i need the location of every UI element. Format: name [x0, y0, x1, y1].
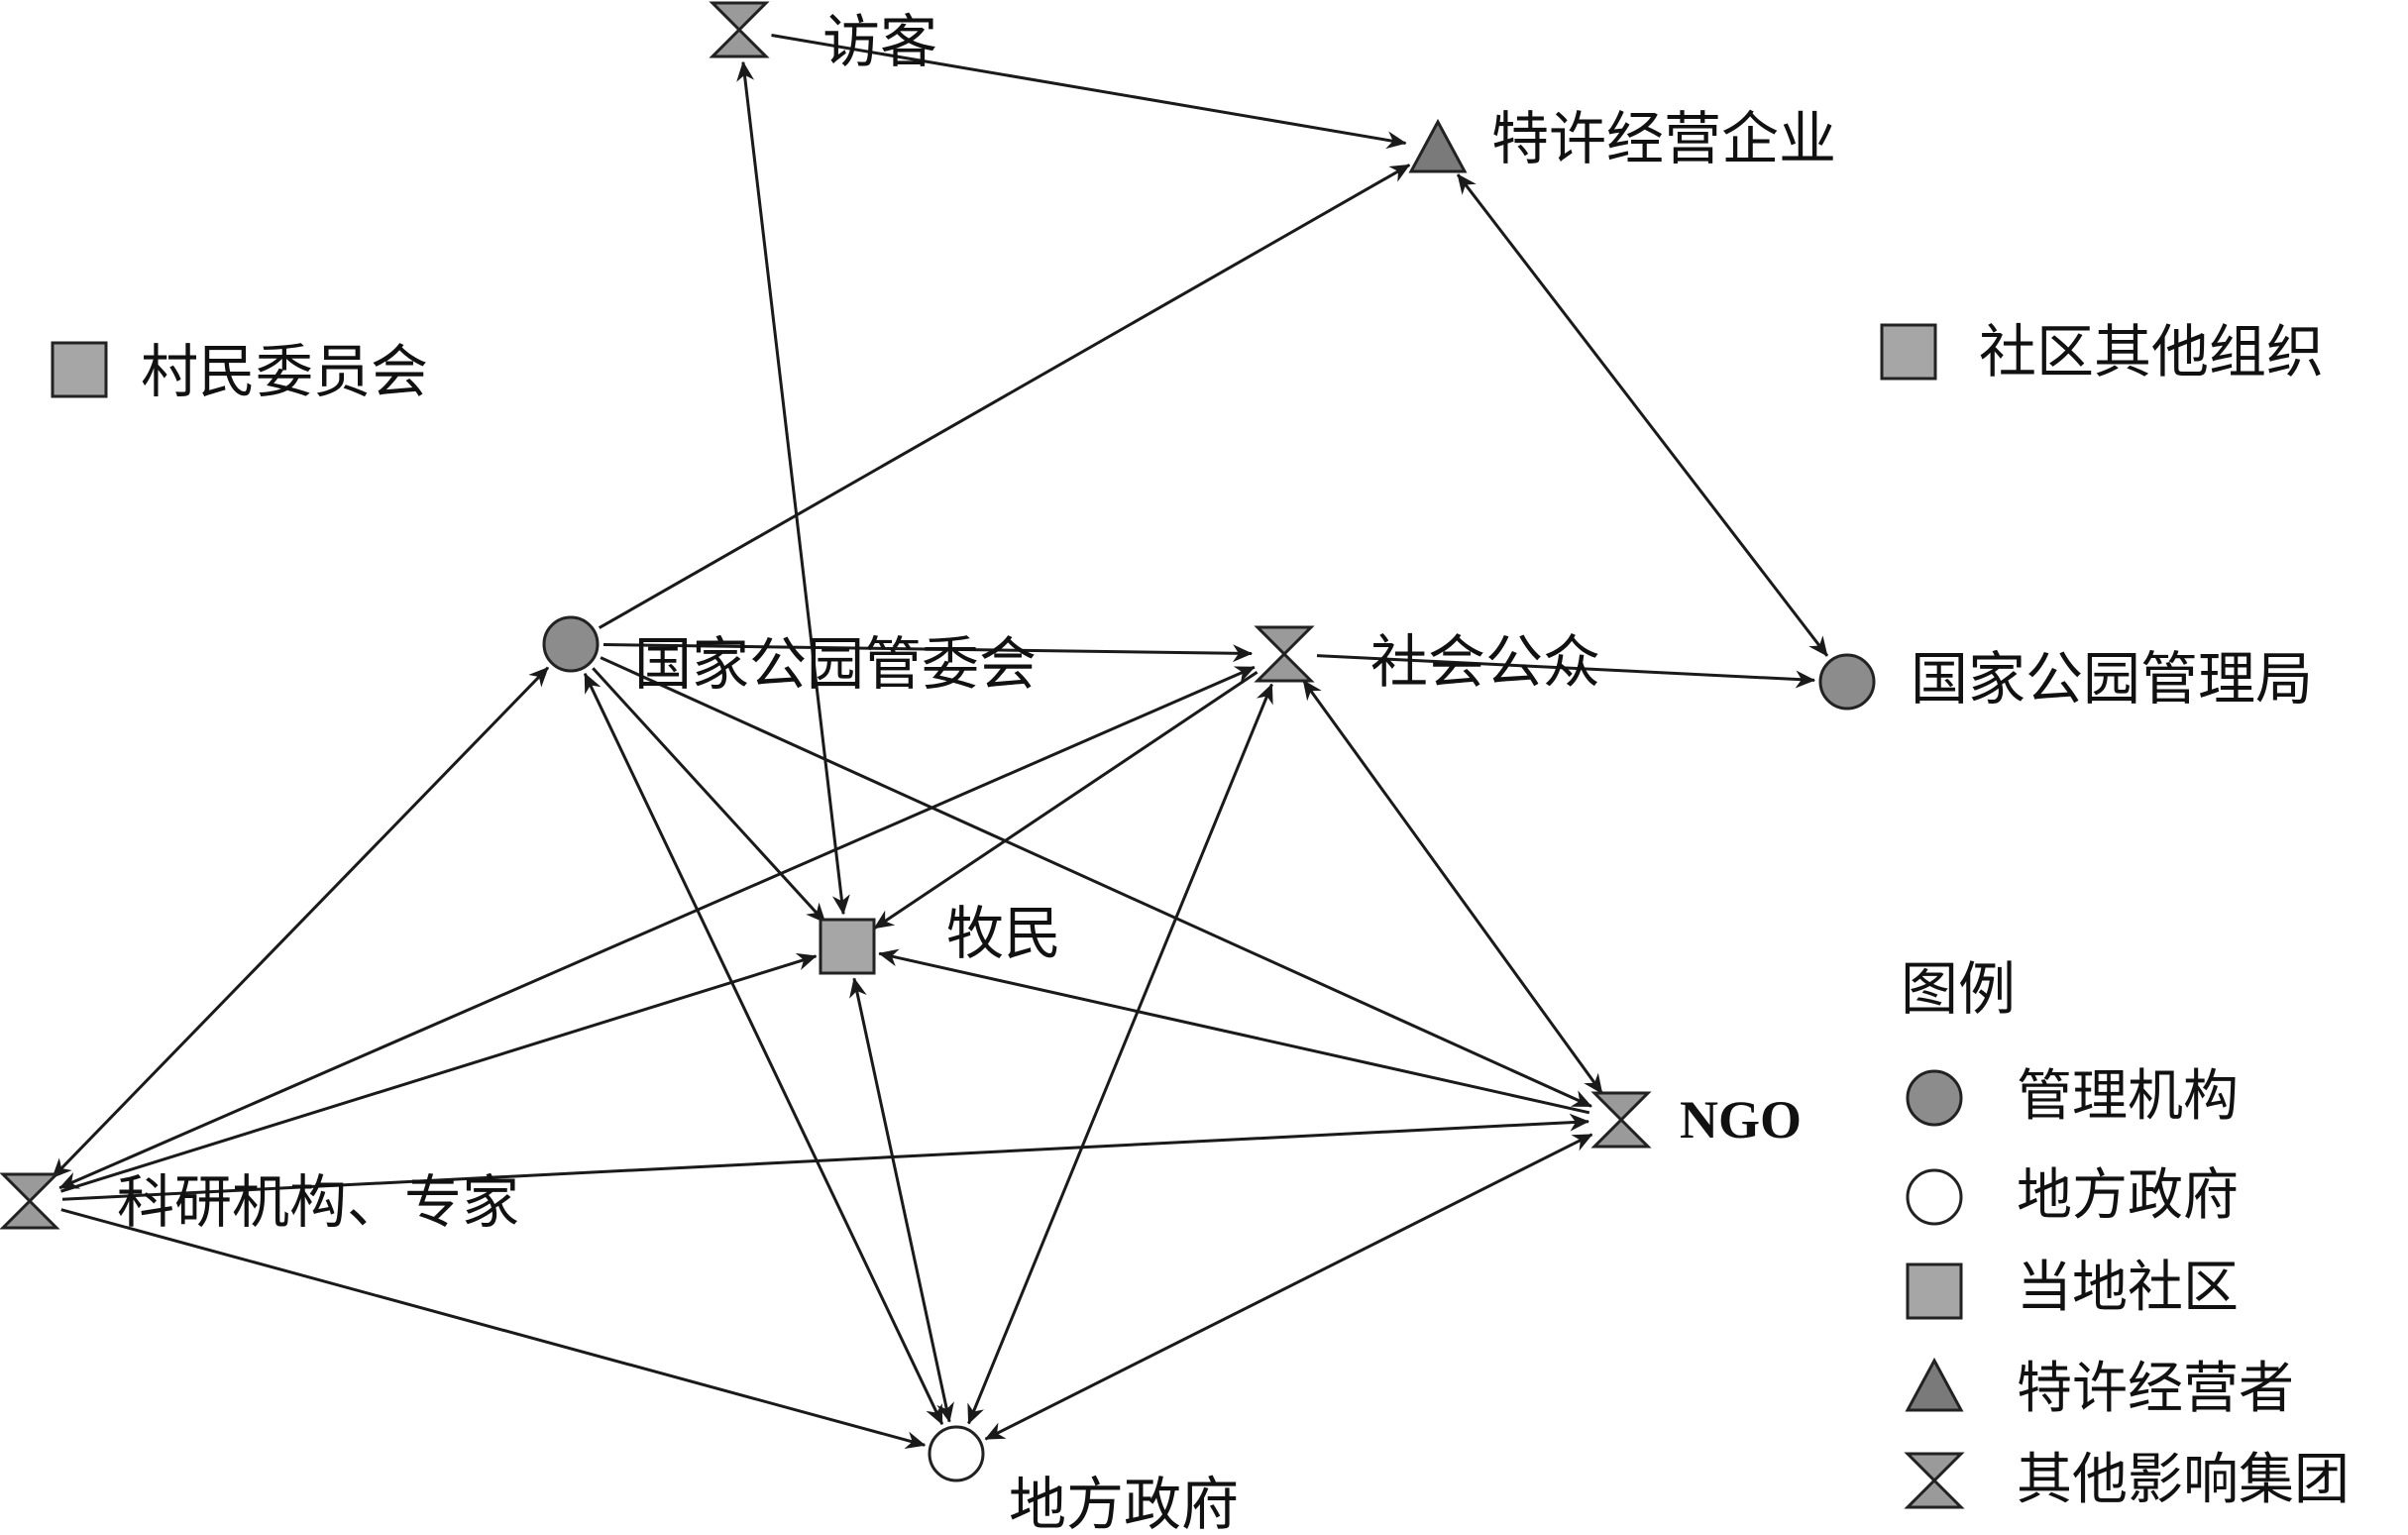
legend-symbol-concession	[1905, 1357, 1964, 1412]
label-village-committee: 村民委员会	[141, 338, 428, 405]
edge-ngo-to-herders	[878, 948, 1590, 1115]
label-herders: 牧民	[946, 900, 1061, 967]
node-visitor	[709, 1, 770, 58]
legend-label-management: 管理机构	[2017, 1064, 2239, 1129]
node-concession-enterprise	[1408, 118, 1468, 173]
legend-symbol-community	[1906, 1262, 1963, 1320]
edge-research-to-local-gov	[60, 1208, 927, 1449]
node-ngo	[1590, 1091, 1652, 1149]
label-visitor: 访客	[822, 8, 937, 75]
edge-public-to-herders	[873, 671, 1259, 930]
node-herders	[819, 918, 876, 975]
edge-research-to-herders	[60, 952, 818, 1193]
edge-public-to-research	[58, 665, 1256, 1190]
node-community-other	[1880, 323, 1937, 381]
label-park-bureau: 国家公园管理局	[1911, 645, 2313, 713]
label-layer: 访客 特许经营企业 村民委员会 社区其他组织 国家公园管委会 社会公众 国家公园…	[117, 8, 2324, 1535]
legend-symbol-management	[1906, 1069, 1963, 1127]
edge-layer	[51, 34, 1829, 1449]
node-local-gov	[928, 1425, 985, 1482]
edge-public-to-park-bureau	[1316, 654, 1815, 689]
edge-visitor-to-concession-enterprise	[771, 34, 1407, 150]
label-concession-enterprise: 特许经营企业	[1491, 105, 1836, 172]
label-public: 社会公众	[1370, 628, 1600, 696]
edge-ngo-to-local-gov	[984, 1133, 1593, 1441]
legend-symbol-influence	[1904, 1452, 1965, 1509]
label-park-committee: 国家公园管委会	[634, 630, 1037, 698]
legend-label-government: 地方政府	[2017, 1163, 2239, 1228]
edge-park-committee-to-public	[602, 643, 1253, 663]
node-park-committee	[542, 615, 600, 673]
edge-visitor-to-herders	[736, 60, 850, 916]
edge-concession-enterprise-to-park-bureau	[1456, 173, 1829, 657]
edge-park-committee-to-research	[51, 666, 550, 1179]
node-village-committee	[51, 341, 108, 398]
legend-label-concession: 特许经营者	[2017, 1357, 2294, 1421]
edge-park-committee-to-ngo	[600, 656, 1592, 1108]
edge-public-to-local-gov	[967, 683, 1273, 1425]
node-park-bureau	[1818, 653, 1876, 711]
legend-label-community: 当地社区	[2017, 1256, 2239, 1320]
label-research: 科研机构、专家	[117, 1168, 519, 1236]
label-community-other: 社区其他组织	[1979, 318, 2324, 385]
node-research	[0, 1172, 60, 1230]
legend-label-influence: 其他影响集团	[2017, 1448, 2350, 1512]
label-ngo: NGO	[1680, 1090, 1802, 1150]
legend-title: 图例	[1901, 955, 2016, 1023]
legend: 图例 管理机构 地方政府 当地社区 特许经营者 其他影响集团	[1901, 955, 2350, 1512]
edge-public-to-ngo	[1302, 679, 1603, 1095]
label-local-gov: 地方政府	[1009, 1471, 1239, 1535]
node-public	[1254, 625, 1315, 683]
legend-symbol-government	[1906, 1168, 1963, 1226]
edge-park-committee-to-concession-enterprise	[598, 164, 1411, 629]
node-layer	[0, 1, 1937, 1482]
edge-park-committee-to-local-gov	[583, 672, 944, 1426]
edge-herders-to-local-gov	[849, 977, 954, 1423]
